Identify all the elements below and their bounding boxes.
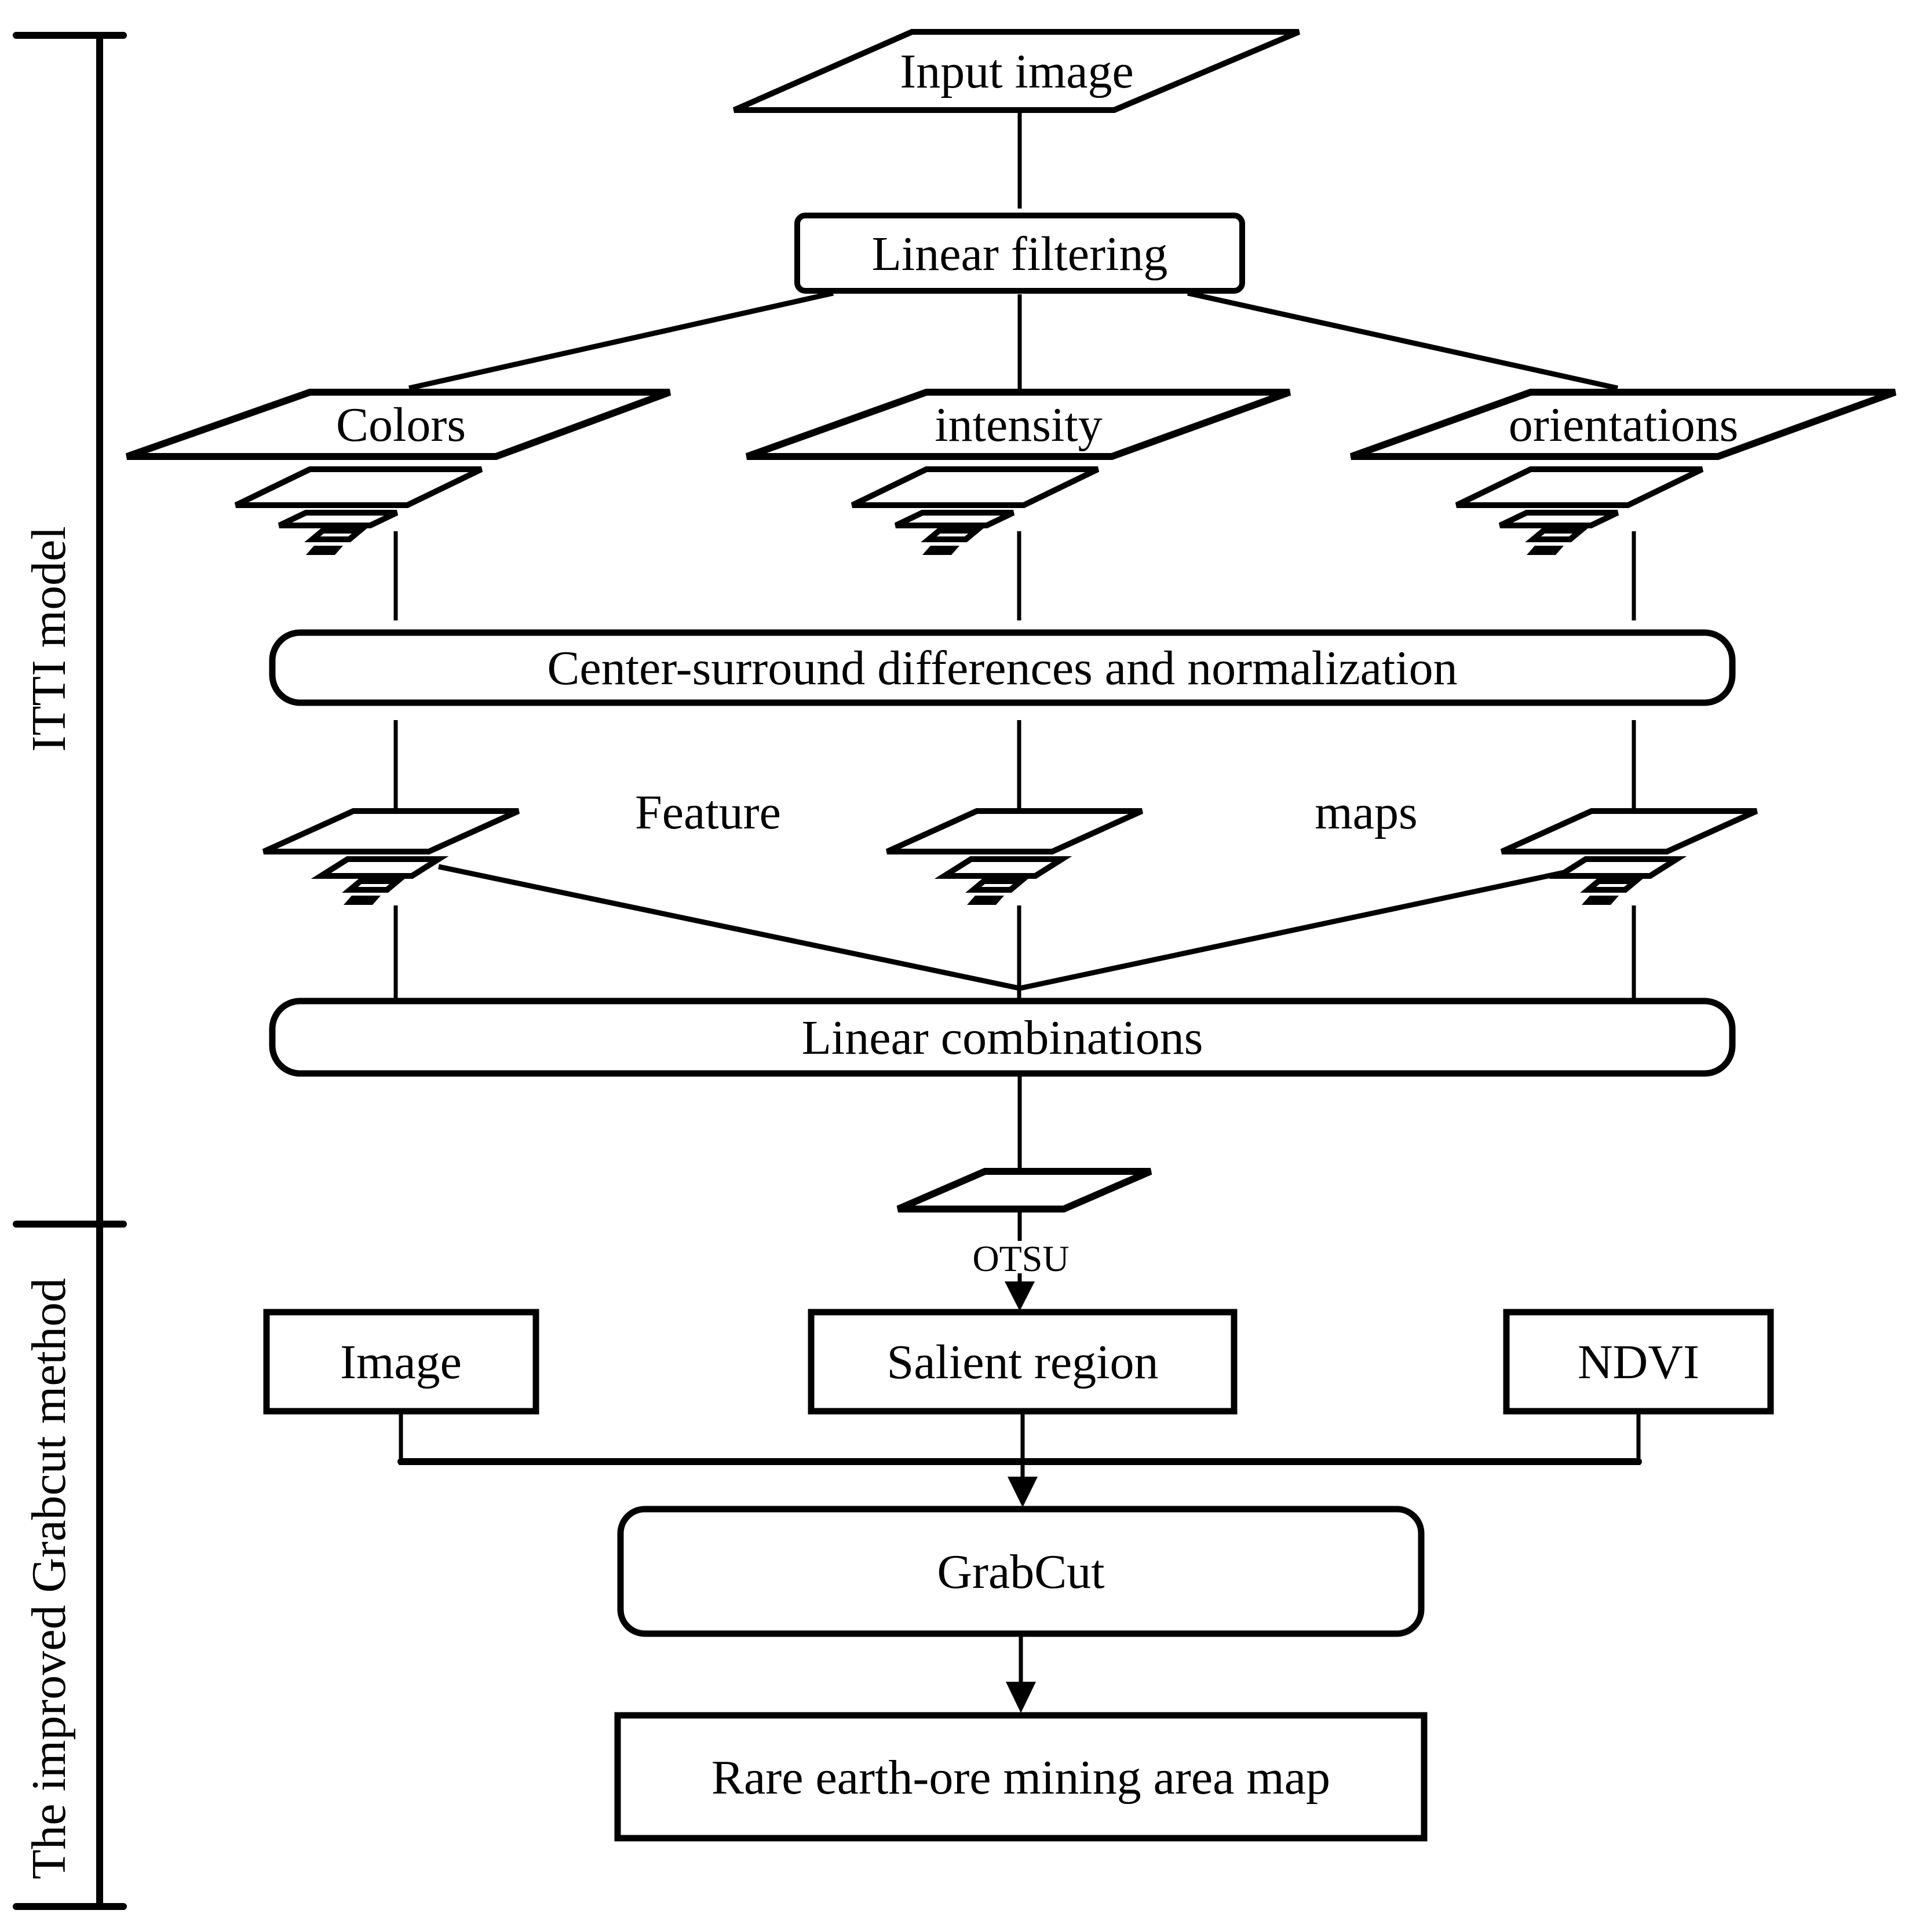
linear-combinations-label: Linear combinations [802,1011,1203,1065]
arrow-down-icon [1006,1682,1036,1713]
rare-earth-map-box [614,1712,1428,1842]
connector-v-right [1019,864,1592,991]
ndvi-box [1503,1309,1774,1415]
feature-map-stack-left [262,808,520,905]
center-surround-box [269,629,1736,706]
input-image-label: Input image [900,45,1134,98]
pyramid-level-icon [934,856,1072,879]
pyramid-level-icon [965,878,1029,893]
section-bracket: ITTI model The improved Grabcut method [13,32,127,1910]
pyramid-level-icon [921,528,984,542]
feature-maps-label-maps: maps [1315,786,1417,839]
pyramid-level-icon [278,510,399,528]
pyramid-level-icon [234,466,483,508]
pyramid-level-icon [1500,808,1758,854]
section-label-improved-grabcut: The improved Grabcut method [22,1278,76,1879]
feature-map-stack-right [1500,808,1758,905]
connector-v-left [438,864,1020,991]
pyramid-level-icon [344,896,381,905]
colors-parallelogram [126,389,672,460]
pyramid-level-icon [922,546,959,555]
salient-region-label: Salient region [887,1335,1159,1389]
intensity-parallelogram [745,389,1291,460]
colors-label: Colors [336,398,466,452]
connector-filtering-to-orientations [1187,290,1618,391]
arrow-down-icon [1005,1281,1035,1311]
image-label: Image [340,1335,462,1389]
saliency-map-parallelogram [896,1168,1152,1212]
intensity-label: intensity [935,398,1102,452]
ndvi-label: NDVI [1578,1335,1699,1389]
pyramid-level-icon [1582,896,1619,905]
feature-maps-label-feature: Feature [635,786,781,839]
pyramid-level-icon [304,528,368,542]
pyramid-level-icon [1455,466,1704,508]
pyramid-level-icon [967,896,1004,905]
pyramid-stack-orientations [1455,466,1704,555]
pyramid-level-icon [1527,546,1564,555]
pyramid-level-icon [885,808,1144,854]
linear-filtering-box [794,213,1245,294]
arrow-down-icon [1008,1477,1038,1507]
image-box [263,1309,539,1415]
pyramid-level-icon [1549,856,1687,879]
pyramid-level-icon [894,510,1015,528]
linear-combinations-box [269,998,1736,1077]
pyramid-level-icon [306,546,343,555]
pyramid-level-icon [1498,510,1619,528]
linear-filtering-label: Linear filtering [872,227,1168,281]
pyramid-level-icon [311,856,449,879]
grabcut-box [617,1506,1425,1637]
pyramid-level-icon [262,808,520,854]
salient-region-box [808,1309,1238,1415]
input-image-parallelogram [732,29,1300,113]
grabcut-label: GrabCut [937,1545,1104,1599]
pyramid-level-icon [851,466,1100,508]
orientations-label: orientations [1509,398,1739,452]
pyramid-level-icon [1580,878,1644,893]
pyramid-stack-colors [234,466,483,555]
pyramid-stack-intensity [851,466,1100,555]
rare-earth-map-label: Rare earth-ore mining area map [711,1751,1330,1805]
section-label-itti-model: ITTI model [22,526,76,752]
feature-map-stack-middle [885,808,1144,905]
pyramid-level-icon [342,878,406,893]
orientations-parallelogram [1349,389,1897,460]
connectors [393,113,1642,1683]
pyramid-level-icon [1525,528,1589,542]
center-surround-label: Center-surround differences and normaliz… [547,641,1457,695]
otsu-label: OTSU [972,1238,1069,1279]
connector-filtering-to-colors [408,290,834,391]
